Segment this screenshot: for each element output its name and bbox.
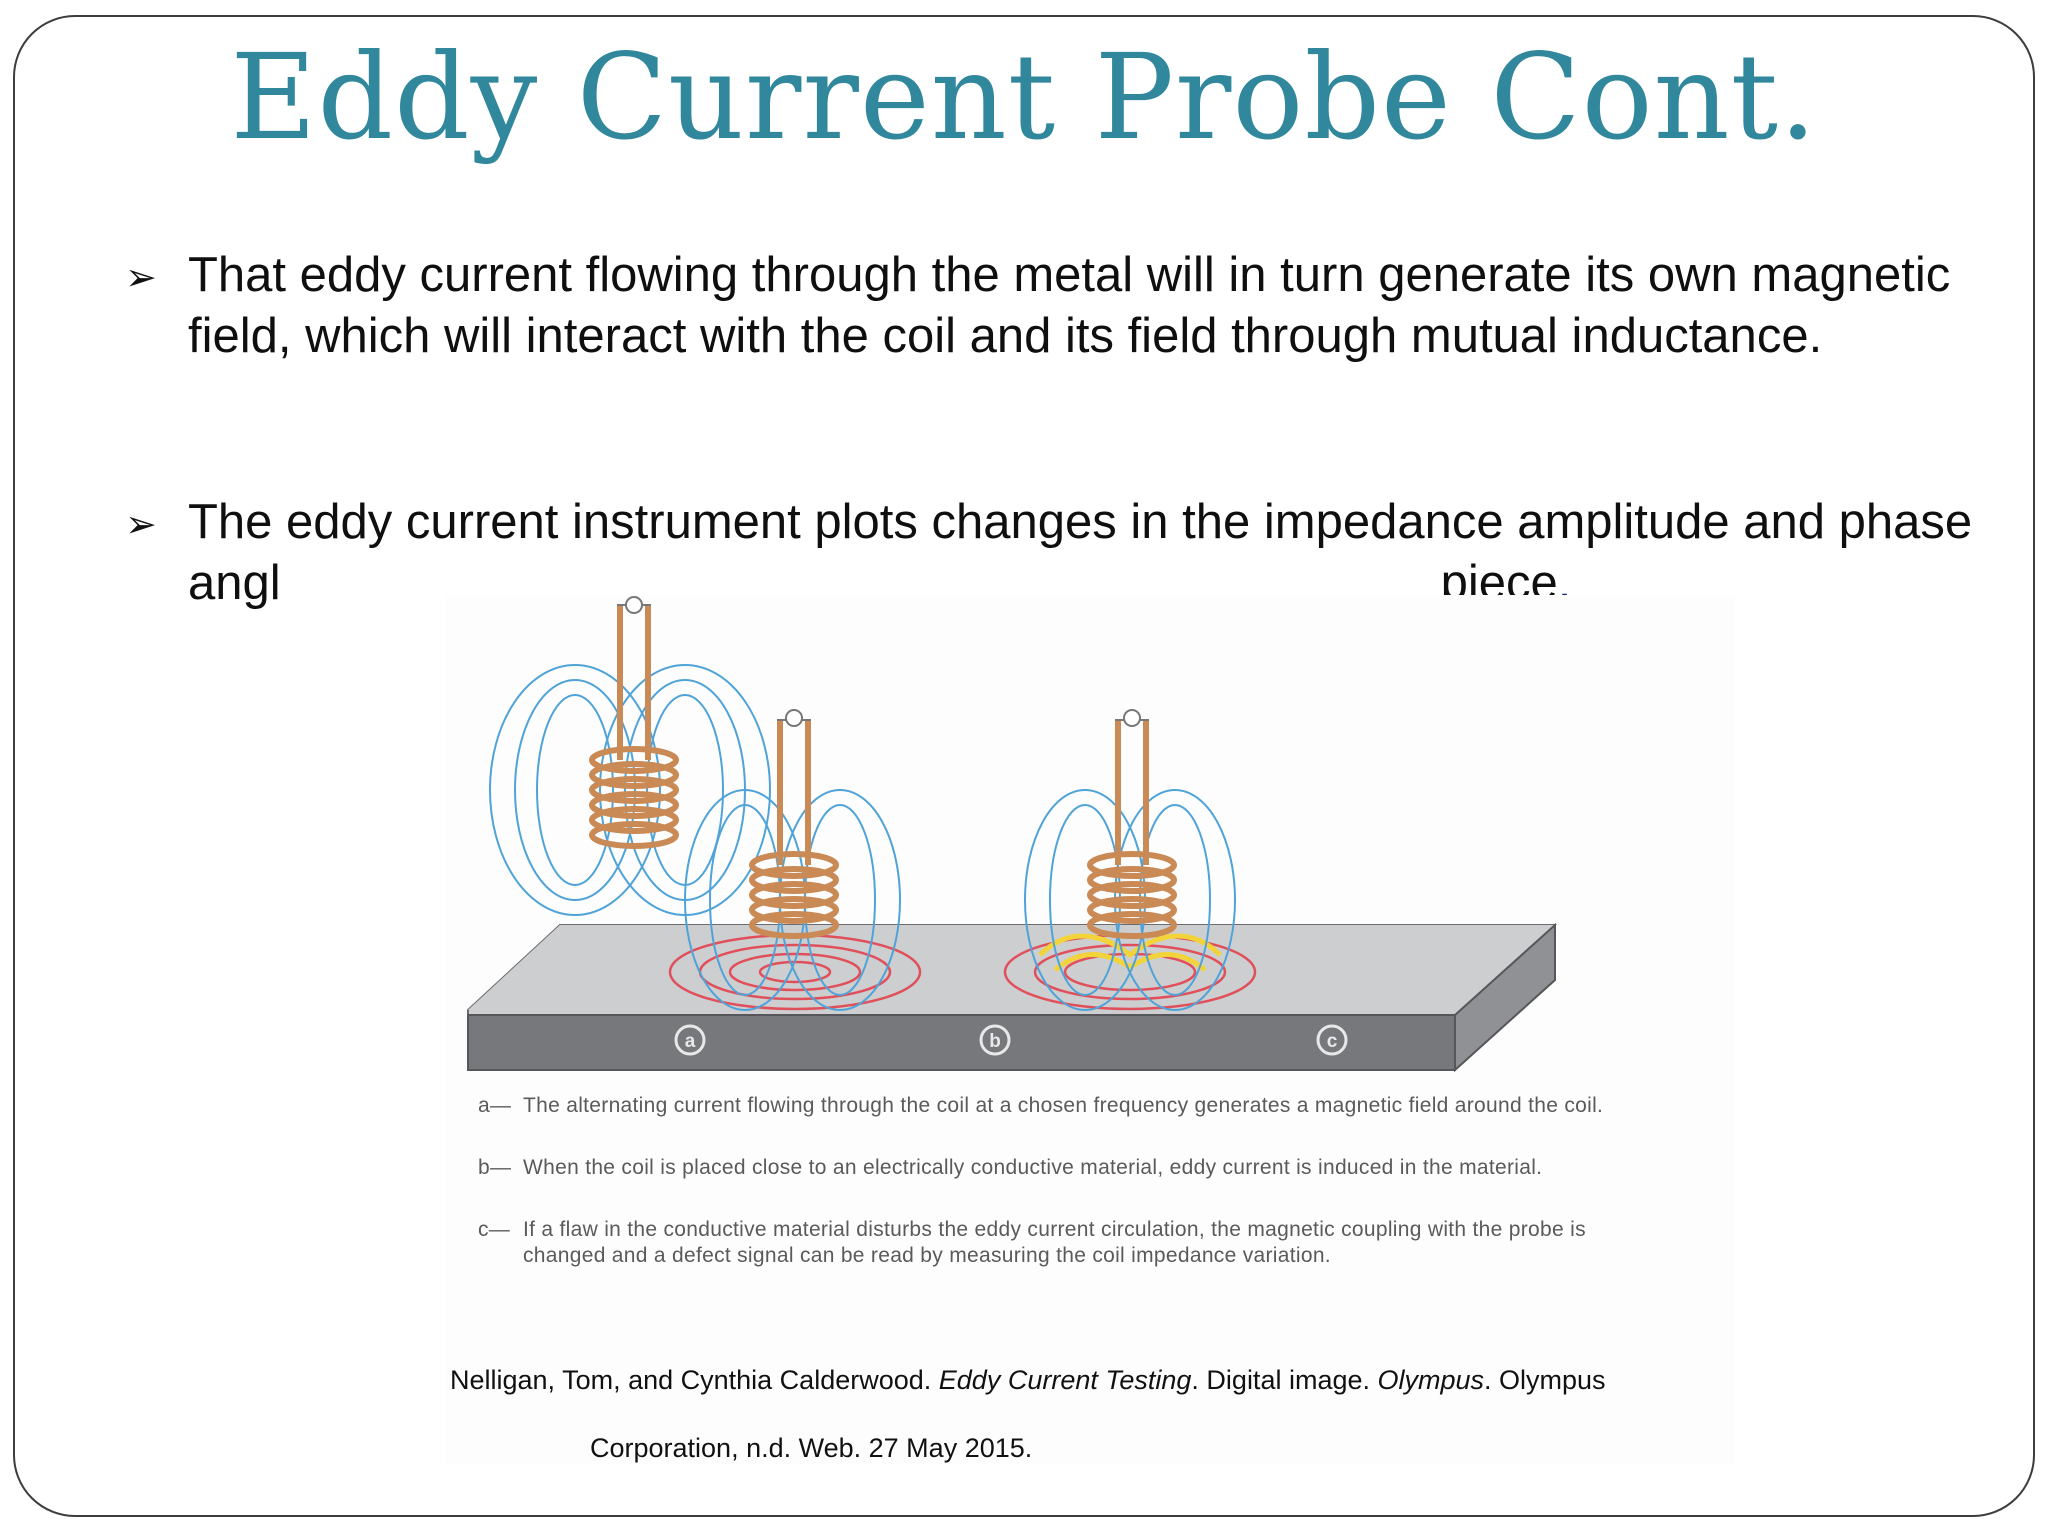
- plate-side-face: [1454, 922, 1556, 1073]
- citation-publisher: Olympus: [1377, 1365, 1485, 1395]
- caption-letter: c—: [478, 1218, 511, 1241]
- bullet-text-2: The eddy current instrument plots change…: [188, 492, 2038, 614]
- caption-letter: b—: [478, 1156, 512, 1179]
- coil-label-b: b: [979, 1024, 1011, 1056]
- coil-c: [1087, 709, 1177, 939]
- coil-a: [589, 596, 679, 849]
- arrowhead-bullet-icon: ➢: [125, 255, 157, 299]
- eddy-current-diagram-svg: a b c: [467, 596, 1557, 1073]
- citation-middle: . Digital image.: [1191, 1365, 1378, 1395]
- bullet-text-2-start: The eddy current instrument plots change…: [188, 495, 1973, 610]
- bullet-text-1: That eddy current flowing through the me…: [188, 248, 1951, 363]
- citation-authors: Nelligan, Tom, and Cynthia Calderwood.: [450, 1365, 939, 1395]
- svg-text:a: a: [685, 1031, 696, 1052]
- plate-front-face: [467, 1014, 1456, 1071]
- caption-text: When the coil is placed close to an elec…: [523, 1156, 1543, 1179]
- citation-line-1: Nelligan, Tom, and Cynthia Calderwood. E…: [450, 1363, 1700, 1397]
- coil-label-a: a: [674, 1024, 706, 1056]
- citation-line-2: Corporation, n.d. Web. 27 May 2015.: [590, 1433, 1033, 1463]
- image-citation: Nelligan, Tom, and Cynthia Calderwood. E…: [450, 1363, 1700, 1463]
- plate-top-shade: [468, 925, 1555, 1015]
- citation-line1-end: . Olympus: [1484, 1365, 1606, 1395]
- eddy-current-diagram: a b c: [445, 595, 1735, 1465]
- arrowhead-bullet-icon: ➢: [125, 502, 157, 546]
- flaw-disturbance-c: [1038, 933, 1222, 972]
- slide-title: Eddy Current Probe Cont.: [230, 28, 1818, 166]
- svg-text:c: c: [1327, 1031, 1338, 1052]
- caption-letter: a—: [478, 1094, 512, 1117]
- svg-text:b: b: [989, 1031, 1001, 1052]
- caption-text: If a flaw in the conductive material dis…: [523, 1218, 1586, 1267]
- coil-b: [749, 709, 839, 939]
- citation-work-title: Eddy Current Testing: [938, 1365, 1192, 1395]
- field-lines-a: [489, 664, 771, 916]
- caption-text: The alternating current flowing through …: [523, 1094, 1604, 1117]
- coil-label-c: c: [1316, 1024, 1348, 1056]
